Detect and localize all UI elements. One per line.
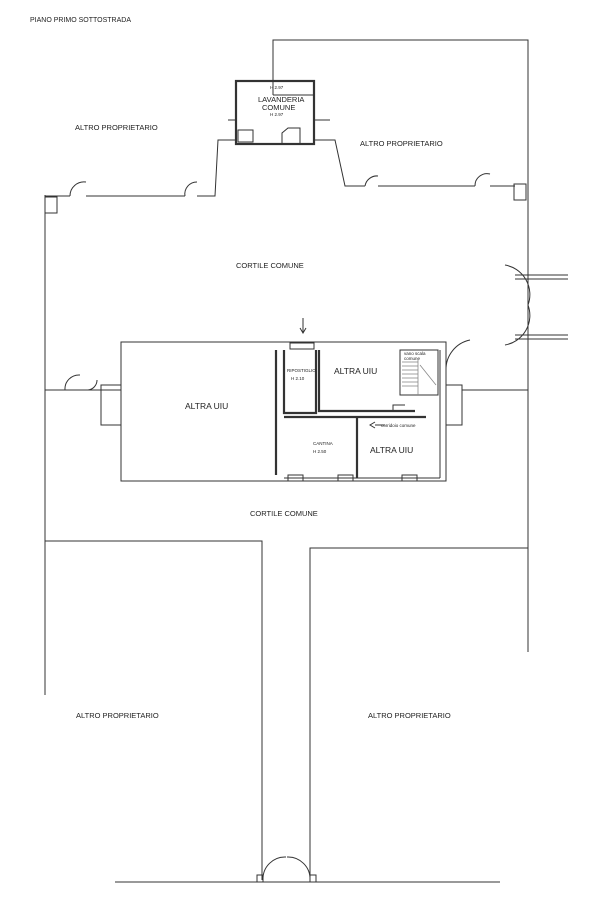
lavanderia-room: H 2.97 LAVANDERIA COMUNE H 2.97 [234, 79, 316, 146]
label-altro-proprietario-sw: ALTRO PROPRIETARIO [76, 711, 159, 720]
vano-scala-label: vano scala [404, 351, 426, 356]
label-cortile-comune-top: CORTILE COMUNE [236, 261, 304, 270]
vano-scala-label-2: comune [404, 356, 421, 361]
lavanderia-height: H 2.97 [270, 112, 284, 117]
central-building: vano scala comune corridoio comune ALTRA… [45, 341, 528, 482]
boundary-walls [44, 39, 529, 695]
ripostiglio-height: H 2.10 [291, 376, 305, 381]
side-gate [445, 264, 568, 371]
label-altra-uiu-top: ALTRA UIU [334, 366, 377, 376]
corridoio-label: corridoio comune [381, 423, 416, 428]
cantina-label: CANTINA [313, 441, 333, 446]
label-altro-proprietario-nw: ALTRO PROPRIETARIO [75, 123, 158, 132]
plan-title: PIANO PRIMO SOTTOSTRADA [30, 17, 131, 24]
lavanderia-label: LAVANDERIA [258, 95, 304, 104]
ripostiglio-label: RIPOSTIGLIO [287, 368, 316, 373]
entry-arrow-icon [299, 318, 307, 334]
lavanderia-height-top: H 2.97 [270, 85, 284, 90]
label-altro-proprietario-se: ALTRO PROPRIETARIO [368, 711, 451, 720]
lavanderia-label-2: COMUNE [262, 103, 295, 112]
label-altro-proprietario-ne: ALTRO PROPRIETARIO [360, 139, 443, 148]
label-altra-uiu-left: ALTRA UIU [185, 401, 228, 411]
bottom-plots [45, 540, 528, 883]
label-altra-uiu-bottom: ALTRA UIU [370, 445, 413, 455]
label-cortile-comune-bottom: CORTILE COMUNE [250, 509, 318, 518]
cantina-height: H 2.50 [313, 449, 327, 454]
